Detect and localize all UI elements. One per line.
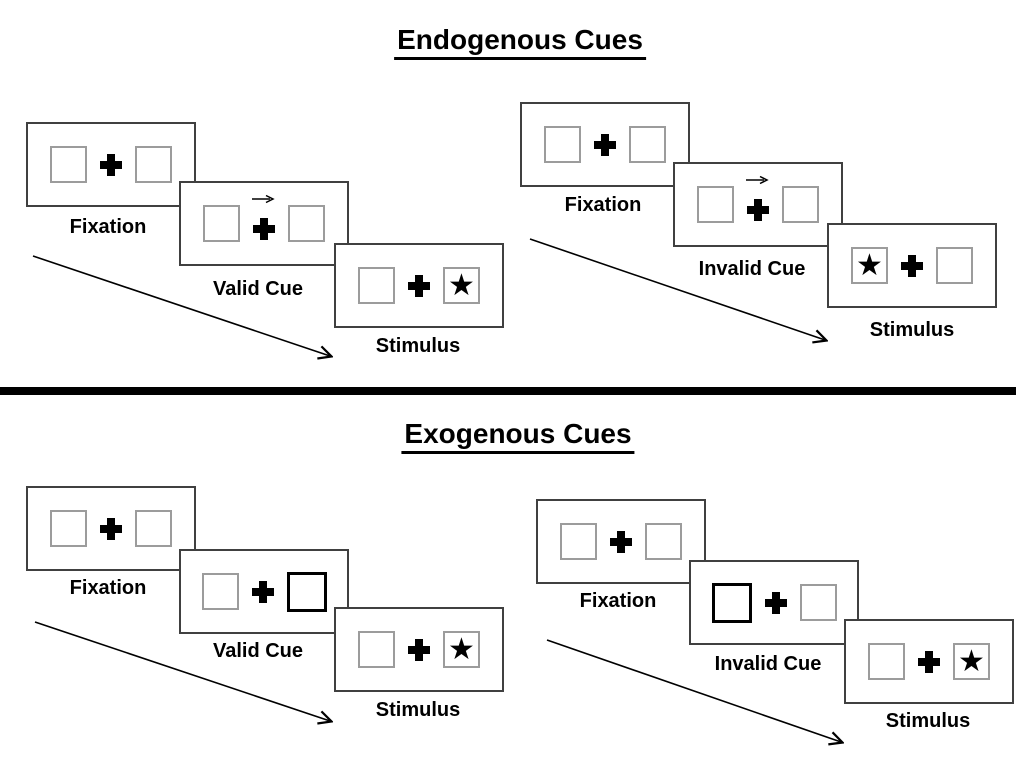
endo-valid-cue-label: Valid Cue xyxy=(212,278,304,300)
left-target-box: ★ xyxy=(851,247,888,284)
right-target-box: ★ xyxy=(443,631,480,668)
right-placeholder-box xyxy=(936,247,973,284)
fixation-cross-icon xyxy=(100,153,122,176)
right-target-box: ★ xyxy=(443,267,480,304)
exo-invalid-fixation-panel xyxy=(536,499,706,584)
left-placeholder-box xyxy=(358,631,395,668)
left-placeholder-box xyxy=(50,146,87,183)
fixation-cross-icon xyxy=(610,530,632,553)
exo-invalid-cue-panel xyxy=(689,560,859,645)
left-placeholder-box xyxy=(697,186,734,223)
endo-invalid-stimulus-label: Stimulus xyxy=(869,319,955,341)
endo-valid-cue-panel xyxy=(179,181,349,266)
fixation-cross-icon xyxy=(918,650,940,673)
right-arrow-cue-icon xyxy=(746,175,769,185)
star-target-icon: ★ xyxy=(958,643,985,679)
right-placeholder-box xyxy=(799,584,837,621)
right-placeholder-box xyxy=(629,126,666,163)
endo-invalid-stimulus-panel: ★ xyxy=(827,223,997,308)
left-placeholder-box xyxy=(50,510,87,547)
exo-invalid-cue-label: Invalid Cue xyxy=(714,653,822,675)
endo-invalid-fixation-label: Fixation xyxy=(564,194,642,216)
right-target-box: ★ xyxy=(953,643,990,680)
sequence-arrow-endo-invalid xyxy=(529,238,825,340)
exo-invalid-stimulus-label: Stimulus xyxy=(885,710,971,732)
right-placeholder-box xyxy=(288,205,325,242)
endo-valid-stimulus-panel: ★ xyxy=(334,243,504,328)
right-arrow-cue-icon xyxy=(252,194,275,204)
sequence-arrow-exo-valid xyxy=(34,621,330,721)
fixation-cross-icon xyxy=(251,580,274,603)
section-divider xyxy=(0,387,1016,395)
endo-valid-fixation-panel xyxy=(26,122,196,207)
exo-valid-stimulus-label: Stimulus xyxy=(375,699,461,721)
left-placeholder-box xyxy=(868,643,905,680)
endo-valid-fixation-label: Fixation xyxy=(69,216,147,238)
fixation-cross-icon xyxy=(408,638,430,661)
left-placeholder-box xyxy=(203,205,240,242)
exogenous-section-title: Exogenous Cues xyxy=(401,418,635,455)
left-placeholder-box xyxy=(544,126,581,163)
fixation-cross-icon xyxy=(408,274,430,297)
left-placeholder-box xyxy=(201,573,239,610)
exo-valid-fixation-panel xyxy=(26,486,196,571)
fixation-cross-icon xyxy=(764,591,787,614)
exo-valid-cue-label: Valid Cue xyxy=(212,640,304,662)
endo-invalid-cue-panel xyxy=(673,162,843,247)
right-highlight-cue-box xyxy=(286,571,327,612)
right-placeholder-box xyxy=(782,186,819,223)
exo-valid-cue-panel xyxy=(179,549,349,634)
left-highlight-cue-box xyxy=(711,582,752,623)
exo-valid-fixation-label: Fixation xyxy=(69,577,147,599)
right-placeholder-box xyxy=(135,510,172,547)
endogenous-section-title: Endogenous Cues xyxy=(394,24,646,61)
fixation-cross-icon xyxy=(747,198,769,221)
endo-invalid-fixation-panel xyxy=(520,102,690,187)
left-placeholder-box xyxy=(560,523,597,560)
fixation-cross-icon xyxy=(100,517,122,540)
star-target-icon: ★ xyxy=(448,631,475,667)
right-placeholder-box xyxy=(645,523,682,560)
star-target-icon: ★ xyxy=(856,247,883,283)
endo-invalid-cue-label: Invalid Cue xyxy=(698,258,806,280)
exo-invalid-stimulus-panel: ★ xyxy=(844,619,1014,704)
fixation-cross-icon xyxy=(253,217,275,240)
sequence-arrow-endo-valid xyxy=(32,255,330,356)
exo-invalid-fixation-label: Fixation xyxy=(579,590,657,612)
star-target-icon: ★ xyxy=(448,267,475,303)
fixation-cross-icon xyxy=(901,254,923,277)
endo-valid-stimulus-label: Stimulus xyxy=(375,335,461,357)
fixation-cross-icon xyxy=(594,133,616,156)
right-placeholder-box xyxy=(135,146,172,183)
exo-valid-stimulus-panel: ★ xyxy=(334,607,504,692)
left-placeholder-box xyxy=(358,267,395,304)
